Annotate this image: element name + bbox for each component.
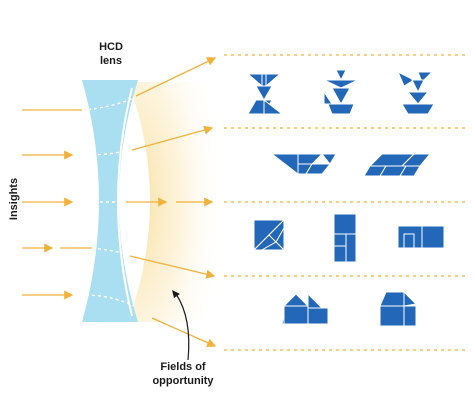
tangram-bird-icon xyxy=(397,70,435,115)
output-arrow-1 xyxy=(135,57,217,97)
fields-pointer-head xyxy=(172,290,180,298)
tangram-boat-icon xyxy=(270,153,337,176)
opportunity-lines xyxy=(224,54,466,351)
tangram-figures xyxy=(246,69,445,327)
output-arrow-2 xyxy=(131,125,214,151)
lens-paths xyxy=(81,97,135,307)
output-arrows xyxy=(126,57,217,347)
lens-highlight xyxy=(117,87,133,317)
tangram-rectangle-icon xyxy=(333,213,357,263)
lens-title-line-1: HCD xyxy=(99,41,123,53)
tangram-bird-icon xyxy=(323,69,359,115)
fields-pointer xyxy=(175,293,190,361)
insight-arrows xyxy=(22,109,92,300)
tangram-bird-icon xyxy=(246,73,284,115)
insights-label: Insights xyxy=(8,177,20,221)
lens-title: HCD lens xyxy=(88,40,134,68)
tangram-wide-rectangle-icon xyxy=(397,225,445,249)
output-arrow-5 xyxy=(151,317,217,347)
fields-label-line-2: opportunity xyxy=(152,375,214,387)
tangram-house-icon xyxy=(281,292,329,325)
hcd-lens xyxy=(82,80,138,322)
lens-title-line-2: lens xyxy=(99,55,122,67)
tangram-house-icon xyxy=(379,290,418,327)
fields-label-line-1: Fields of xyxy=(160,361,206,373)
output-arrow-4 xyxy=(129,255,216,279)
tangram-boat-icon xyxy=(363,153,432,177)
tangram-square-icon xyxy=(252,218,286,252)
fields-label: Fields of opportunity xyxy=(138,360,228,388)
